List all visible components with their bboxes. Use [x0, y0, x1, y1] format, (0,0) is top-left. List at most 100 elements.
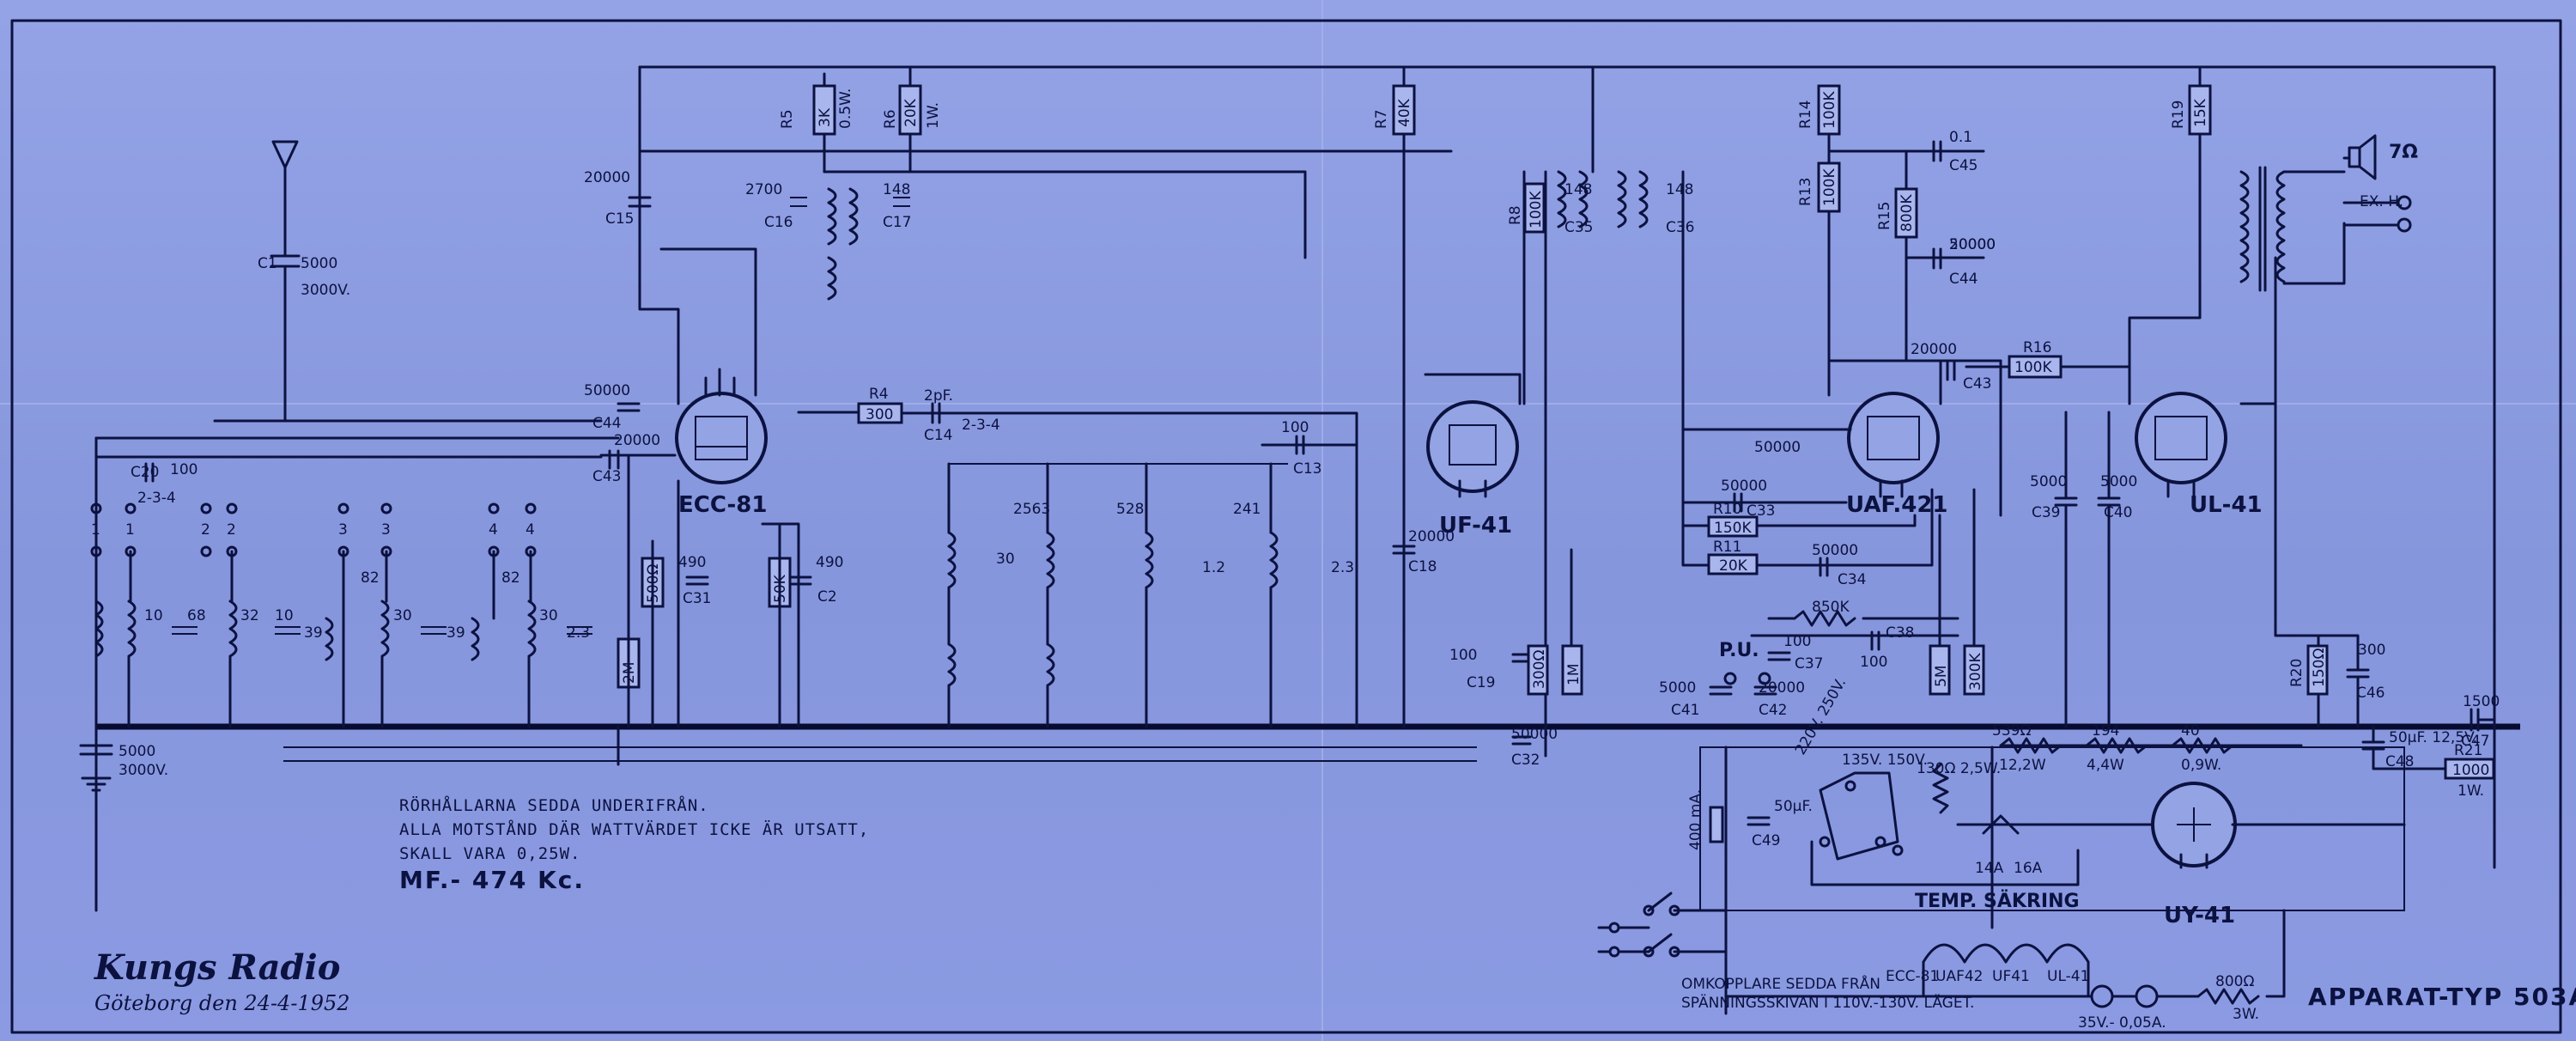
svg-text:800K: 800K [1899, 194, 1916, 232]
apparat-typ: APPARAT-TYP 503A. [2308, 983, 2576, 1011]
svg-text:C19: C19 [1467, 674, 1496, 691]
svg-text:10: 10 [275, 607, 294, 624]
svg-text:20000: 20000 [1408, 528, 1455, 545]
uf41-tube: UF-41 [1426, 400, 1519, 539]
capacitor-c37: 50000 C33 [1721, 478, 1776, 520]
svg-text:C42: C42 [1759, 702, 1788, 719]
svg-text:C48: C48 [2385, 753, 2415, 770]
power-switch[interactable] [1643, 892, 1680, 958]
svg-text:R5: R5 [779, 109, 796, 129]
svg-text:R4: R4 [869, 386, 889, 403]
capacitor-c20: 2pF. C14 [924, 387, 953, 444]
antenna-icon [271, 140, 299, 169]
resistor-r6: R6 20K 1W. [882, 84, 942, 136]
svg-text:50000: 50000 [584, 382, 630, 399]
resistor-r19: R19 15K [2170, 84, 2212, 136]
heater-resistor-194: 194 4,4W [2085, 722, 2148, 774]
b-plus-rail [638, 65, 2496, 869]
svg-text:R6: R6 [882, 109, 899, 129]
capacitor-c13: 20000 C43 [592, 432, 660, 485]
lamp-label: 35V.- 0,05A. [2078, 1014, 2166, 1032]
svg-text:C18: C18 [1408, 558, 1437, 575]
svg-text:C33: C33 [1747, 502, 1776, 520]
capacitor-c41: 100 C37 [1767, 633, 1824, 673]
fuse-400ma: 400 mA. [1687, 789, 1724, 850]
ul41-tube: UL-41 [2135, 392, 2263, 518]
svg-text:C44: C44 [1949, 271, 1978, 288]
band-switch[interactable]: 1 1 2 2 3 3 4 4 2-3-4 [90, 490, 537, 557]
svg-text:R14: R14 [1797, 100, 1814, 129]
svg-text:R20: R20 [2288, 659, 2306, 687]
uy41-tube: UY-41 [2151, 782, 2237, 928]
svg-text:528: 528 [1116, 501, 1144, 518]
band-4-label: 4 [489, 521, 498, 539]
svg-text:C43: C43 [1963, 375, 1992, 393]
notes-block: RÖRHÅLLARNA SEDDA UNDERIFRÅN. ALLA MOTST… [399, 795, 868, 894]
svg-text:1000: 1000 [2452, 762, 2489, 779]
svg-text:40: 40 [2181, 722, 2200, 740]
svg-text:C14: C14 [924, 427, 953, 444]
svg-text:2pF.: 2pF. [924, 387, 953, 405]
svg-text:3K: 3K [817, 107, 834, 127]
svg-text:OMKOPPLARE SEDDA FRÅN: OMKOPPLARE SEDDA FRÅN [1681, 974, 1880, 993]
svg-text:40K: 40K [1396, 98, 1413, 127]
svg-text:3W.: 3W. [2233, 1006, 2259, 1023]
svg-text:C39: C39 [2032, 504, 2061, 521]
svg-text:850K: 850K [1812, 599, 1850, 616]
svg-text:50000: 50000 [1721, 478, 1767, 495]
svg-text:R16: R16 [2023, 339, 2051, 356]
capacitor-c38: 50000 C34 [1812, 542, 1867, 588]
capacitor-c47: 5000 C40 [2097, 473, 2137, 521]
capacitor-c2: 100 C20 [131, 461, 197, 483]
ul41-label: UL-41 [2190, 492, 2263, 518]
antenna-cap-volt: 3000V. [301, 282, 350, 299]
svg-text:300K: 300K [1967, 653, 1984, 691]
svg-text:2-3-4: 2-3-4 [962, 417, 1000, 434]
heater-resistor-800: 800Ω 3W. [2196, 973, 2260, 1023]
if-transformer-2: 148 C35 148 C36 [1557, 170, 1695, 236]
mains-plug[interactable] [1597, 922, 1620, 958]
svg-text:C40: C40 [2104, 504, 2133, 521]
note-line-3: SKALL VARA 0,25W. [399, 844, 580, 863]
svg-text:C47: C47 [2461, 733, 2490, 750]
svg-text:148: 148 [883, 181, 910, 198]
svg-text:490: 490 [816, 554, 843, 571]
svg-text:100: 100 [1281, 419, 1309, 436]
capacitor-c51: 50μF. C49 [1747, 798, 1813, 849]
uf41-label: UF-41 [1439, 513, 1512, 539]
resistor-r4: R4 300 [857, 386, 903, 424]
svg-text:50μF.: 50μF. [1774, 798, 1813, 815]
svg-text:5000: 5000 [2030, 473, 2067, 490]
svg-text:R13: R13 [1797, 178, 1814, 206]
capacitor-c44: 50000 C44 [1932, 236, 1996, 288]
resistor-r20: R20 150Ω [2288, 644, 2329, 696]
svg-text:241: 241 [1233, 501, 1261, 518]
resistor-r8: R8 100K [1507, 182, 1546, 234]
svg-text:39: 39 [304, 624, 323, 642]
chassis-cap-volt: 3000V. [118, 762, 168, 779]
svg-text:148: 148 [1666, 181, 1693, 198]
svg-text:R21: R21 [2454, 742, 2482, 759]
svg-text:20000: 20000 [614, 432, 660, 449]
svg-text:50000: 50000 [1511, 726, 1558, 743]
svg-text:C34: C34 [1838, 571, 1867, 588]
svg-text:C49: C49 [1752, 832, 1781, 849]
svg-text:2700: 2700 [745, 181, 782, 198]
voltage-selector[interactable]: 135V. 150V. 220V. 250V. [1792, 675, 1928, 861]
svg-text:C41: C41 [1671, 702, 1700, 719]
svg-text:5000: 5000 [1659, 679, 1696, 697]
capacitor-c19: 490 C2 [788, 554, 843, 606]
svg-text:539Ω: 539Ω [1992, 722, 2031, 740]
svg-text:2.3: 2.3 [1331, 559, 1354, 576]
c-100-label: 50000 [1754, 439, 1801, 456]
svg-text:SPÄNNINGSSKIVAN I 110V.-130V.: SPÄNNINGSSKIVAN I 110V.-130V. LÄGET. [1681, 994, 1974, 1012]
band-2-label: 2 [201, 521, 210, 539]
svg-text:30: 30 [393, 607, 412, 624]
svg-text:2563: 2563 [1013, 501, 1050, 518]
pickup-input[interactable]: P.U. [1719, 640, 1771, 685]
capacitor-c15: 20000 C15 [584, 169, 652, 228]
resistor-r21: R21 1000 1W. [2444, 742, 2495, 800]
output-transformer [2239, 166, 2286, 292]
svg-text:C16: C16 [764, 214, 793, 231]
